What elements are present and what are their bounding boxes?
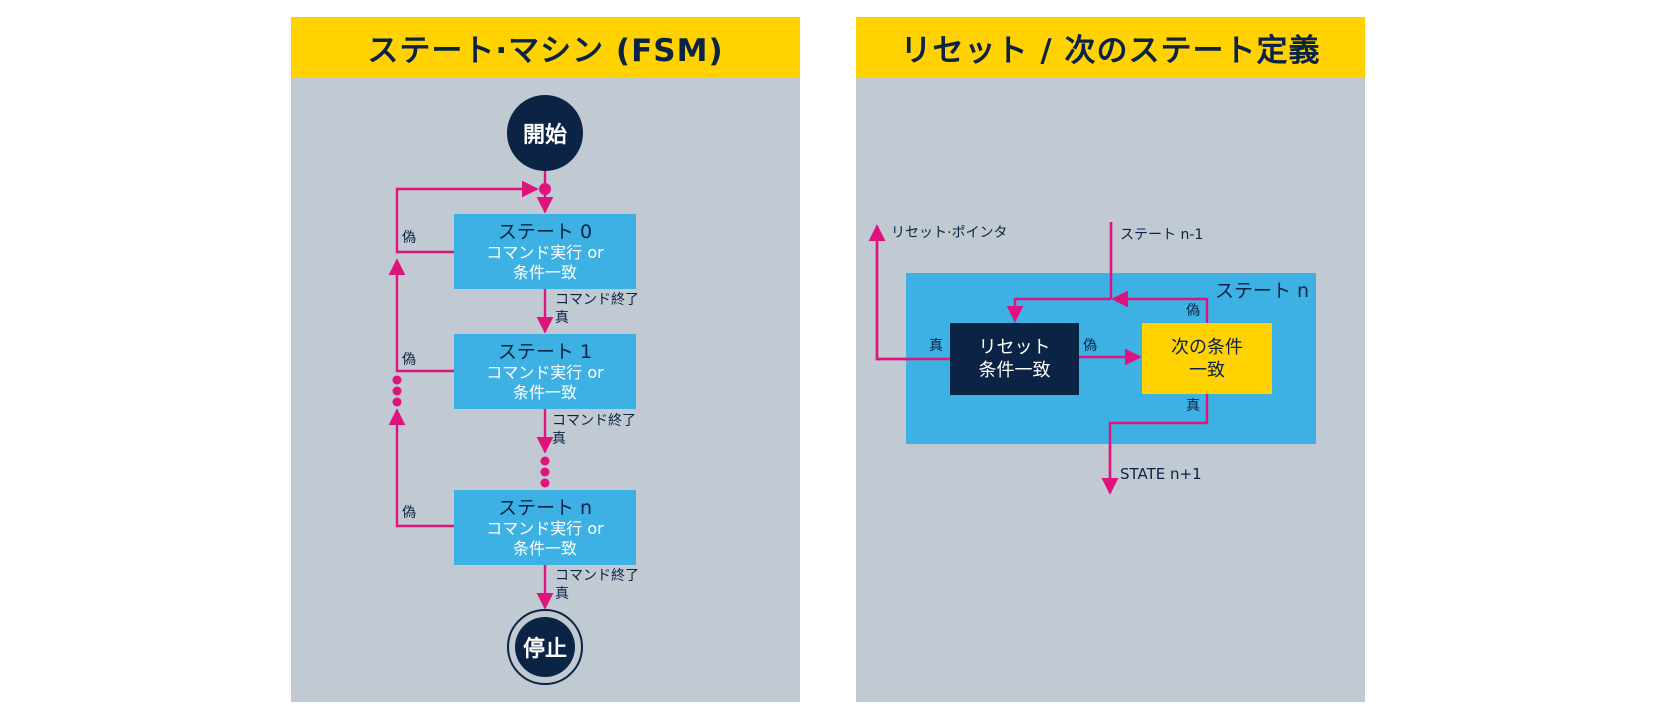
state-1-false-label: 偽: [402, 352, 416, 368]
next-false-loop: [1111, 290, 1209, 323]
start-label: 開始: [522, 123, 567, 148]
state-n-line1: コマンド実行 or: [486, 518, 604, 538]
next-box-line1: 次の条件: [1171, 336, 1243, 358]
state-n-box: ステート n コマンド実行 or 条件一致: [454, 490, 636, 565]
reset-pointer-arrow: [868, 224, 950, 361]
next-true-arrow: [1101, 394, 1209, 495]
reset-box-line1: リセット: [978, 337, 1051, 358]
state-n-line2: 条件一致: [512, 538, 577, 558]
state-n-container-label: ステート n: [1215, 280, 1310, 302]
center-ellipsis-dot: [540, 456, 550, 466]
center-ellipsis-dot: [540, 478, 550, 488]
next-state-label: STATE n+1: [1120, 465, 1202, 483]
state-1-name: ステート 1: [497, 340, 593, 363]
left-ellipsis-dot: [392, 386, 402, 396]
junction-dot: [539, 183, 551, 195]
reset-pointer-label: リセット·ポインタ: [891, 225, 1008, 241]
stop-label: 停止: [522, 637, 567, 662]
loop-to-reset-arrow: [1006, 297, 1111, 323]
state-n-exit-label1: コマンド終了: [555, 568, 639, 584]
stop-node: 停止: [515, 617, 575, 677]
state-0-exit-label2: 真: [555, 310, 569, 326]
staten-false-line: [388, 408, 454, 528]
start-node: 開始: [507, 95, 583, 171]
state-1-line1: コマンド実行 or: [486, 362, 604, 382]
state-0-name: ステート 0: [497, 220, 593, 243]
reset-box-line2: 条件一致: [978, 360, 1051, 381]
state-n-false-label: 偽: [402, 505, 416, 521]
reset-true-label: 真: [929, 338, 943, 354]
state-0-false-label: 偽: [402, 230, 416, 246]
state-0-line1: コマンド実行 or: [486, 242, 604, 262]
state-0-exit-label1: コマンド終了: [555, 292, 639, 308]
center-ellipsis-dot: [540, 467, 550, 477]
reset-false-label: 偽: [1083, 338, 1097, 354]
left-ellipsis-dot: [392, 375, 402, 385]
state-0-box: ステート 0 コマンド実行 or 条件一致: [454, 214, 636, 289]
left-ellipsis-dot: [392, 397, 402, 407]
next-condition-box: 次の条件 一致: [1142, 323, 1272, 394]
fsm-panel-title: ステート·マシン (FSM): [291, 17, 800, 77]
state0-false-loop: [395, 180, 539, 254]
prev-state-label: ステート n-1: [1120, 227, 1204, 243]
next-box-line2: 一致: [1189, 359, 1225, 381]
state1-false-line: [388, 258, 454, 373]
reset-condition-box: リセット 条件一致: [950, 323, 1079, 395]
state-1-exit-label2: 真: [552, 431, 566, 447]
next-true-label: 真: [1186, 398, 1200, 414]
state-0-line2: 条件一致: [512, 262, 577, 282]
state-1-line2: 条件一致: [512, 382, 577, 402]
state-n-name: ステート n: [497, 496, 593, 519]
state-1-box: ステート 1 コマンド実行 or 条件一致: [454, 334, 636, 409]
next-false-label: 偽: [1186, 303, 1200, 319]
state-1-exit-label1: コマンド終了: [552, 413, 636, 429]
stop-outer-ring: [507, 609, 583, 685]
state-n-exit-label2: 真: [555, 586, 569, 602]
reset-next-state-title: リセット / 次のステート定義: [856, 17, 1365, 77]
